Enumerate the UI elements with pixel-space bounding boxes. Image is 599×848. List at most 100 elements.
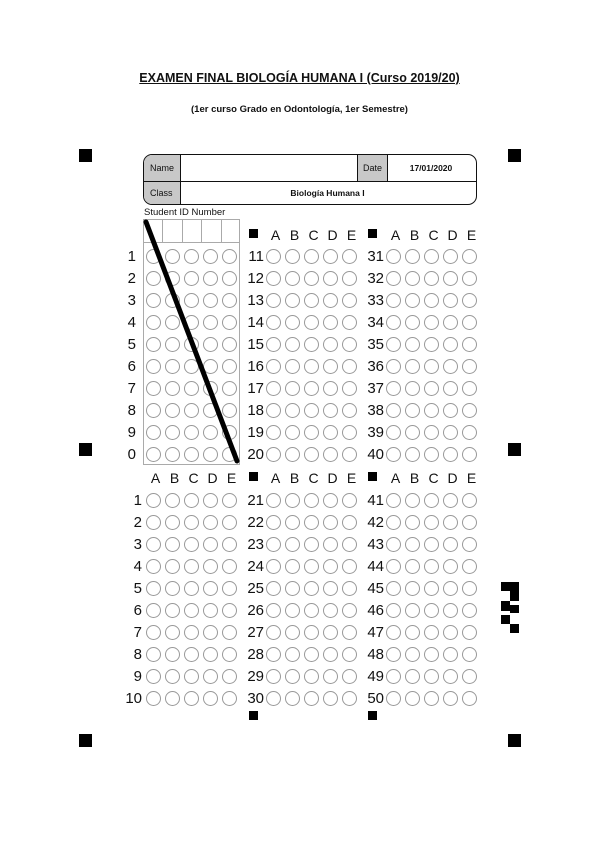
answer-bubble-e[interactable] xyxy=(222,625,237,640)
answer-bubble-e[interactable] xyxy=(462,647,477,662)
answer-bubble-e[interactable] xyxy=(462,315,477,330)
answer-bubble-d[interactable] xyxy=(323,581,338,596)
answer-bubble-e[interactable] xyxy=(462,691,477,706)
answer-bubble-b[interactable] xyxy=(285,603,300,618)
answer-bubble-b[interactable] xyxy=(405,293,420,308)
answer-bubble-d[interactable] xyxy=(443,603,458,618)
answer-bubble-b[interactable] xyxy=(285,403,300,418)
answer-bubble-e[interactable] xyxy=(462,403,477,418)
answer-bubble-b[interactable] xyxy=(285,625,300,640)
answer-bubble-e[interactable] xyxy=(342,669,357,684)
answer-bubble-e[interactable] xyxy=(342,559,357,574)
answer-bubble-c[interactable] xyxy=(304,537,319,552)
answer-bubble-b[interactable] xyxy=(405,249,420,264)
answer-bubble-c[interactable] xyxy=(424,669,439,684)
answer-bubble-a[interactable] xyxy=(266,647,281,662)
student-id-bubble[interactable] xyxy=(146,403,161,418)
answer-bubble-a[interactable] xyxy=(386,271,401,286)
answer-bubble-a[interactable] xyxy=(146,537,161,552)
answer-bubble-d[interactable] xyxy=(323,537,338,552)
student-id-bubble[interactable] xyxy=(165,359,180,374)
answer-bubble-a[interactable] xyxy=(266,669,281,684)
student-id-bubble[interactable] xyxy=(222,249,237,264)
answer-bubble-b[interactable] xyxy=(285,425,300,440)
answer-bubble-a[interactable] xyxy=(146,691,161,706)
answer-bubble-e[interactable] xyxy=(462,337,477,352)
answer-bubble-b[interactable] xyxy=(165,691,180,706)
answer-bubble-d[interactable] xyxy=(323,293,338,308)
student-id-bubble[interactable] xyxy=(146,293,161,308)
answer-bubble-b[interactable] xyxy=(405,425,420,440)
answer-bubble-e[interactable] xyxy=(222,581,237,596)
student-id-bubble[interactable] xyxy=(222,315,237,330)
answer-bubble-b[interactable] xyxy=(405,647,420,662)
answer-bubble-b[interactable] xyxy=(285,515,300,530)
student-id-bubble[interactable] xyxy=(184,293,199,308)
answer-bubble-c[interactable] xyxy=(304,515,319,530)
answer-bubble-b[interactable] xyxy=(405,669,420,684)
answer-bubble-b[interactable] xyxy=(405,581,420,596)
answer-bubble-d[interactable] xyxy=(203,493,218,508)
answer-bubble-b[interactable] xyxy=(405,691,420,706)
answer-bubble-c[interactable] xyxy=(184,603,199,618)
answer-bubble-e[interactable] xyxy=(342,293,357,308)
answer-bubble-a[interactable] xyxy=(266,249,281,264)
answer-bubble-a[interactable] xyxy=(266,425,281,440)
answer-bubble-d[interactable] xyxy=(443,381,458,396)
answer-bubble-d[interactable] xyxy=(443,337,458,352)
student-id-bubble[interactable] xyxy=(222,381,237,396)
answer-bubble-a[interactable] xyxy=(266,581,281,596)
answer-bubble-b[interactable] xyxy=(285,249,300,264)
answer-bubble-a[interactable] xyxy=(386,337,401,352)
answer-bubble-c[interactable] xyxy=(304,447,319,462)
answer-bubble-c[interactable] xyxy=(184,691,199,706)
answer-bubble-e[interactable] xyxy=(342,647,357,662)
student-id-bubble[interactable] xyxy=(146,359,161,374)
answer-bubble-c[interactable] xyxy=(424,537,439,552)
answer-bubble-e[interactable] xyxy=(462,293,477,308)
answer-bubble-b[interactable] xyxy=(285,293,300,308)
answer-bubble-d[interactable] xyxy=(443,625,458,640)
answer-bubble-c[interactable] xyxy=(424,691,439,706)
answer-bubble-b[interactable] xyxy=(285,647,300,662)
answer-bubble-a[interactable] xyxy=(266,315,281,330)
answer-bubble-d[interactable] xyxy=(443,249,458,264)
answer-bubble-a[interactable] xyxy=(386,581,401,596)
answer-bubble-b[interactable] xyxy=(405,447,420,462)
answer-bubble-b[interactable] xyxy=(405,337,420,352)
answer-bubble-b[interactable] xyxy=(405,515,420,530)
student-id-bubble[interactable] xyxy=(184,447,199,462)
student-id-bubble[interactable] xyxy=(222,337,237,352)
answer-bubble-d[interactable] xyxy=(323,447,338,462)
answer-bubble-e[interactable] xyxy=(342,581,357,596)
answer-bubble-d[interactable] xyxy=(323,315,338,330)
answer-bubble-a[interactable] xyxy=(146,493,161,508)
answer-bubble-a[interactable] xyxy=(386,359,401,374)
student-id-bubble[interactable] xyxy=(146,425,161,440)
answer-bubble-a[interactable] xyxy=(146,669,161,684)
answer-bubble-e[interactable] xyxy=(342,403,357,418)
answer-bubble-d[interactable] xyxy=(323,359,338,374)
student-id-bubble[interactable] xyxy=(184,425,199,440)
answer-bubble-e[interactable] xyxy=(222,691,237,706)
date-field[interactable]: 17/01/2020 xyxy=(409,163,453,173)
answer-bubble-c[interactable] xyxy=(304,647,319,662)
answer-bubble-c[interactable] xyxy=(184,515,199,530)
student-id-bubble[interactable] xyxy=(184,403,199,418)
answer-bubble-a[interactable] xyxy=(386,625,401,640)
answer-bubble-d[interactable] xyxy=(203,625,218,640)
answer-bubble-d[interactable] xyxy=(443,425,458,440)
answer-bubble-c[interactable] xyxy=(304,359,319,374)
answer-bubble-c[interactable] xyxy=(424,249,439,264)
answer-bubble-a[interactable] xyxy=(386,669,401,684)
student-id-bubble[interactable] xyxy=(165,425,180,440)
answer-bubble-b[interactable] xyxy=(285,337,300,352)
answer-bubble-b[interactable] xyxy=(405,603,420,618)
answer-bubble-a[interactable] xyxy=(146,559,161,574)
answer-bubble-e[interactable] xyxy=(222,515,237,530)
answer-bubble-d[interactable] xyxy=(443,537,458,552)
answer-bubble-a[interactable] xyxy=(266,625,281,640)
answer-bubble-b[interactable] xyxy=(165,537,180,552)
answer-bubble-d[interactable] xyxy=(203,691,218,706)
answer-bubble-e[interactable] xyxy=(342,537,357,552)
